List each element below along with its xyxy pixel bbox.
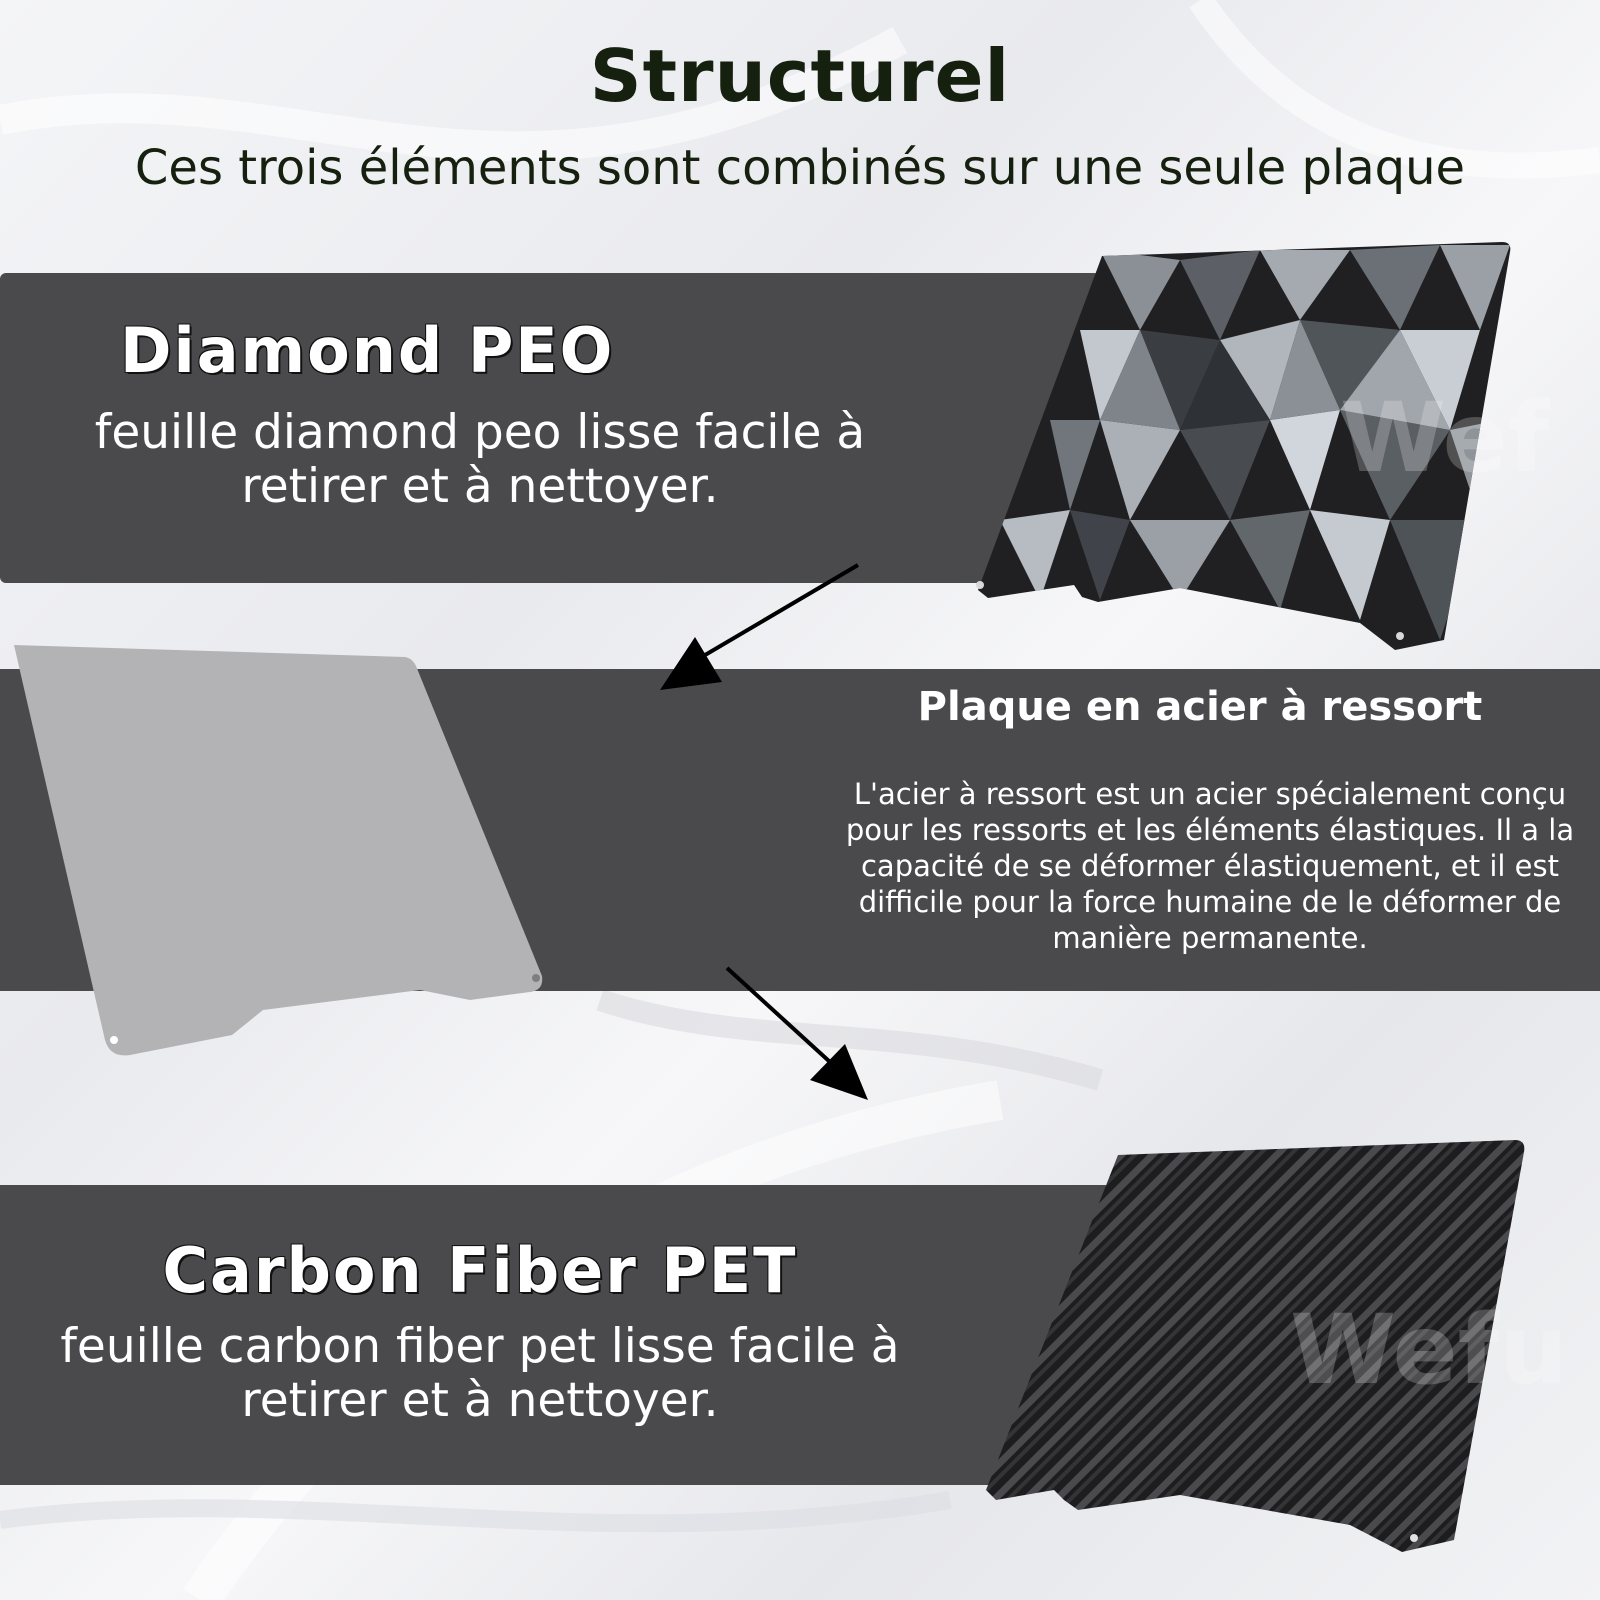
- layer-title-spring-steel: Plaque en acier à ressort: [917, 684, 1483, 730]
- layer-title-carbon-fiber: Carbon Fiber PET: [162, 1234, 798, 1307]
- layer-desc-spring-steel: L'acier à ressort est un acier spécialem…: [845, 777, 1575, 955]
- layer-title-diamond-peo: Diamond PEO: [120, 314, 615, 387]
- page-subtitle: Ces trois éléments sont combinés sur une…: [134, 140, 1466, 196]
- band-carbon-fiber: [0, 1185, 1110, 1485]
- band-diamond-peo: [0, 273, 1100, 583]
- watermark: Wefu: [1290, 1294, 1568, 1406]
- watermark: Wefu: [1340, 382, 1550, 494]
- layer-desc-diamond-peo: feuille diamond peo lisse facile à retir…: [94, 405, 866, 515]
- page-title: Structurel: [589, 34, 1011, 118]
- layer-desc-carbon-fiber: feuille carbon fiber pet lisse facile à …: [60, 1319, 900, 1429]
